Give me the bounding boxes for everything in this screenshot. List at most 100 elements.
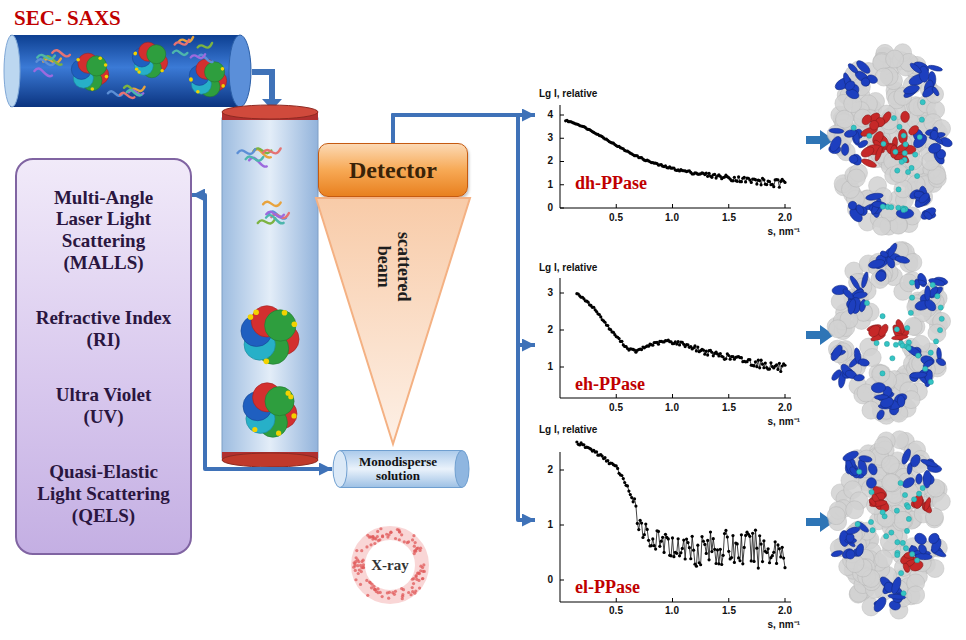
ribbon-segment (872, 201, 887, 208)
data-point (752, 560, 755, 563)
flow-arrow (252, 72, 272, 100)
axis-tick (560, 115, 564, 116)
tick-label: 0 (547, 202, 553, 214)
ribbon-segment (923, 297, 938, 312)
ribbon-segment (831, 550, 844, 558)
ribbon-segment (935, 357, 947, 367)
xray-speck (355, 549, 358, 552)
data-point (651, 537, 654, 540)
data-point (686, 541, 689, 544)
ribbon-segment (928, 277, 946, 287)
data-point (699, 563, 702, 566)
ribbon-segment (828, 135, 844, 154)
data-point (754, 529, 757, 532)
xray-speck (389, 531, 392, 534)
linker-bead (857, 469, 862, 474)
protein-ribbon (120, 93, 134, 99)
data-point (684, 557, 687, 560)
data-point (724, 529, 727, 532)
ribbon-segment (867, 462, 879, 476)
data-point (758, 179, 761, 182)
ribbon-segment (917, 191, 931, 205)
xray-speck (414, 589, 417, 592)
tick-label: 2.0 (778, 605, 792, 617)
ribbon-segment (829, 128, 844, 134)
data-point (713, 548, 716, 551)
data-point (606, 459, 609, 462)
linker-bead (916, 491, 921, 496)
linker-bead (901, 133, 906, 138)
axis-tick (616, 598, 617, 602)
data-point (682, 538, 685, 541)
linker-bead (867, 133, 872, 138)
tick-label: 1.0 (665, 605, 679, 617)
data-point (740, 356, 743, 359)
data-point (620, 340, 623, 343)
tick-label: 1 (547, 361, 553, 373)
axis-title: s, nm⁻¹ (768, 619, 800, 631)
flow-arrow (393, 115, 535, 143)
data-point (599, 315, 602, 318)
data-point (750, 559, 753, 562)
ribbon-segment (841, 143, 849, 155)
data-point (689, 557, 692, 560)
protein-site (288, 394, 293, 399)
linker-bead (899, 570, 904, 575)
protein-site (221, 67, 225, 71)
data-point (769, 361, 772, 364)
data-point (692, 549, 695, 552)
linker-bead (937, 327, 942, 332)
xray-speck (414, 541, 417, 544)
protein-ribbon (198, 43, 212, 48)
xray-speck (376, 530, 379, 533)
ribbon-segment (841, 287, 854, 300)
ribbon-segment (923, 497, 932, 511)
xray-speck (411, 586, 414, 589)
dummy-atom (872, 365, 890, 383)
protein-subunit (87, 56, 107, 76)
xray-speck (381, 595, 384, 598)
axis-title: s, nm⁻¹ (768, 226, 800, 238)
data-point (703, 353, 706, 356)
cylinder-body (340, 450, 462, 488)
data-point (759, 542, 762, 545)
ribbon-segment (868, 498, 877, 508)
protein-ribbon (175, 40, 189, 45)
linker-bead (894, 327, 899, 332)
xray-speck (411, 590, 414, 593)
tick-label: 1.0 (665, 402, 679, 414)
data-point (778, 362, 781, 365)
data-point (707, 172, 710, 175)
data-point (647, 539, 650, 542)
protein-site (104, 63, 108, 67)
data-point (653, 544, 656, 547)
ribbon-segment (868, 119, 880, 131)
data-point (626, 484, 629, 487)
dummy-atom (882, 474, 900, 492)
protein-ribbon (263, 202, 281, 206)
scattering-plot (560, 105, 791, 208)
ribbon-segment (920, 458, 939, 469)
data-point (693, 344, 696, 347)
tri-outline (315, 197, 471, 445)
linker-bead (869, 489, 874, 494)
data-point (710, 351, 713, 354)
data-point (738, 559, 741, 562)
ribbon-segment (890, 145, 898, 158)
linker-bead (864, 300, 869, 305)
linker-bead (889, 530, 894, 535)
xray-speck (379, 527, 382, 530)
linker-bead (880, 314, 885, 319)
data-point (702, 349, 705, 352)
linker-bead (884, 534, 889, 539)
ribbon-segment (891, 334, 908, 340)
linker-bead (930, 282, 935, 287)
dummy-atom (873, 217, 891, 235)
data-point (751, 532, 754, 535)
ribbon-segment (913, 531, 929, 547)
dummy-atom (874, 437, 892, 455)
protein-site (292, 322, 298, 328)
axis-tick (560, 525, 564, 526)
dummy-atom (881, 456, 899, 474)
linker-bead (909, 165, 914, 170)
